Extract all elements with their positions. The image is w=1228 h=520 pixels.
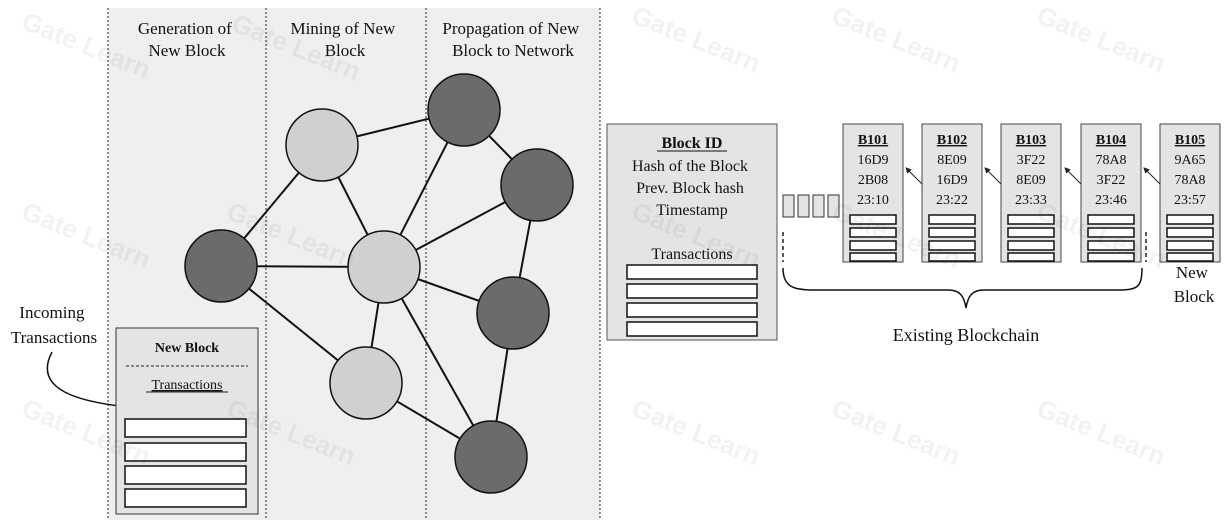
block-hash: 8E09 [937,153,967,168]
block-prev-hash: 8E09 [1016,173,1046,188]
transaction-row [124,418,247,438]
network-node [285,108,359,182]
block-timestamp: 23:46 [1095,193,1127,208]
block-tx-label: Transactions [651,246,732,263]
chain-block: B102 8E09 16D9 23:22 [921,123,983,263]
transaction-row [124,465,247,485]
incoming-transactions-label: Incoming Transactions [11,303,97,347]
network-node [454,420,528,494]
block-id-label: Block ID [662,135,723,152]
network-node [184,229,258,303]
network-node [427,73,501,147]
chain-block: B103 3F22 8E09 23:33 [1000,123,1062,263]
block-id: B105 [1175,133,1205,148]
transaction-row [626,302,758,318]
new-block-label: New Block [1174,263,1215,306]
new-block-card: New Block Transactions [115,327,259,515]
block-prev-hash: 3F22 [1097,173,1126,188]
block-hash: 78A8 [1095,153,1126,168]
new-block-tx-label: Transactions [151,378,222,393]
block-prev-hash: 2B08 [858,173,888,188]
block-timestamp: 23:22 [936,193,968,208]
transaction-row [124,442,247,462]
block-id: B102 [937,133,967,148]
block-timestamp: 23:57 [1174,193,1206,208]
block-id: B101 [858,133,888,148]
column-header-propagation: Propagation of New Block to Network [442,19,583,60]
svg-text:Gate Learn: Gate Learn [1033,393,1170,472]
chain-block-new: B105 9A65 78A8 23:57 [1159,123,1221,263]
block-prev-hash: 16D9 [936,173,967,188]
column-header-generation: Generation of New Block [138,19,236,60]
chain-arrows [905,167,1161,185]
existing-blockchain-label: Existing Blockchain [893,325,1039,345]
block-timestamp: 23:33 [1015,193,1047,208]
svg-text:Gate Learn: Gate Learn [828,0,965,78]
block-id: B104 [1096,133,1126,148]
transaction-row [626,321,758,337]
block-hash: 3F22 [1017,153,1046,168]
incoming-arrow [46,351,130,412]
column-dividers [107,8,601,520]
block-structure: Block ID Hash of the Block Prev. Block h… [606,123,778,341]
svg-text:Gate Learn: Gate Learn [628,0,765,78]
block-timestamp: 23:10 [857,193,889,208]
block-hash: 9A65 [1174,153,1205,168]
block-prev-hash: 78A8 [1174,173,1205,188]
block-hash: 16D9 [857,153,888,168]
block-fields: Hash of the Block Prev. Block hash Times… [632,158,752,219]
existing-blockchain-brace [782,267,1143,309]
column-header-mining: Mining of New Block [290,19,399,60]
previous-blocks-ellipsis [782,194,840,218]
network-node [500,148,574,222]
svg-text:Gate Learn: Gate Learn [1033,0,1170,78]
svg-text:Gate Learn: Gate Learn [828,393,965,472]
block-id: B103 [1016,133,1046,148]
svg-text:Gate Learn: Gate Learn [628,393,765,472]
transaction-row [626,264,758,280]
network-node [329,346,403,420]
chain-block: B101 16D9 2B08 23:10 [842,123,904,263]
new-block-title: New Block [155,341,219,356]
transaction-row [626,283,758,299]
network-node [347,230,421,304]
chain-block: B104 78A8 3F22 23:46 [1080,123,1142,263]
transaction-row [124,488,247,508]
network-node [476,276,550,350]
blockchain: B101 16D9 2B08 23:10 B102 8E09 16D9 23:2… [842,123,1221,263]
